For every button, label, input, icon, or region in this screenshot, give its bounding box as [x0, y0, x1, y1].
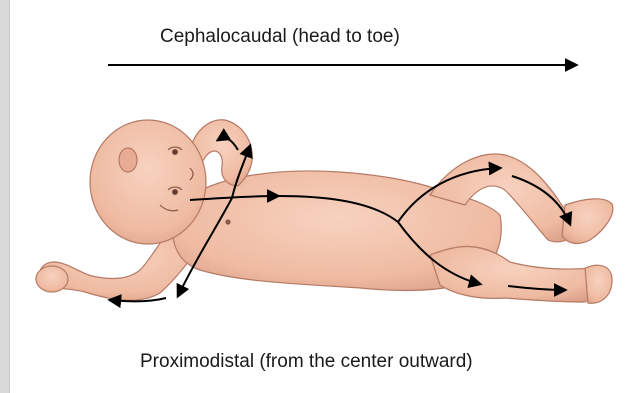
proximodistal-label: Proximodistal (from the center outward): [140, 351, 473, 373]
infant-figure-illustration: [36, 120, 613, 303]
lower-foot: [585, 265, 612, 303]
ear: [119, 148, 137, 172]
head: [90, 120, 206, 244]
left-hand: [36, 266, 68, 292]
